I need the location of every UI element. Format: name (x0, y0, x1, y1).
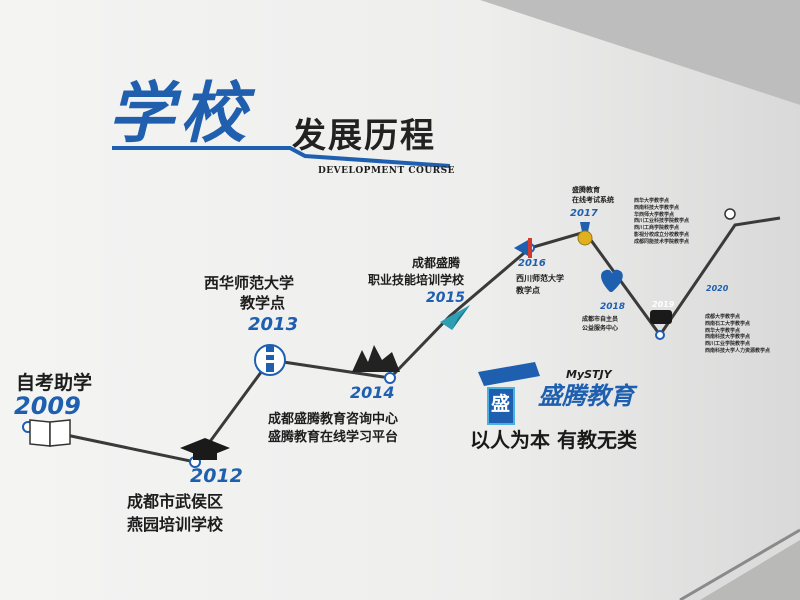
milestone-2012-line1: 成都市武侯区 (127, 492, 224, 511)
milestone-2019-list: 西华大学教学点 西南科技大学教学点 华西师大学教学点 西川工业科技学院教学点 西… (634, 198, 689, 245)
milestone-2018-year: 2018 (600, 302, 626, 312)
brand-name: 盛腾教育 (538, 382, 634, 410)
milestone-2016-line2: 教学点 (516, 286, 540, 295)
milestone-2013-line1: 西华师范大学 (204, 274, 295, 292)
milestone-2019-item: 影视分校成立分校教学点 (634, 231, 690, 238)
group-icon (650, 310, 672, 324)
milestone-2014-line2: 盛腾教育在线学习平台 (268, 430, 399, 445)
milestone-2019-item: 西川工业科技学院教学点 (634, 218, 690, 225)
milestone-2009-year: 2009 (14, 392, 81, 420)
milestone-2012-year: 2012 (190, 465, 243, 487)
milestone-2013-year: 2013 (248, 314, 299, 335)
milestone-2020-item: 西南科技大学教学点 (705, 334, 751, 341)
book-icon (29, 419, 71, 447)
milestone-2020-item: 西华大学教学点 (705, 327, 741, 334)
brand-logo (478, 362, 540, 425)
milestone-2015-line1: 成都盛腾 (412, 256, 461, 270)
milestone-2016-year: 2016 (518, 258, 546, 269)
milestone-2019-item: 成都同能技术学院教学点 (634, 238, 690, 245)
milestone-2020-item: 西南石工大学教学点 (705, 320, 751, 327)
baseboard (679, 528, 800, 600)
milestone-2014-year: 2014 (350, 383, 395, 402)
milestone-2017-line1: 盛腾教育 (572, 186, 600, 194)
floor (700, 540, 800, 600)
milestone-2020-year: 2020 (706, 284, 729, 293)
brand-logo-char: 盛 (491, 393, 511, 415)
title-english: DEVELOPMENT COURSE (318, 166, 456, 176)
timeline-path (27, 216, 781, 464)
brand-slogan: 以人为本 有教无类 (470, 428, 637, 452)
milestone-2018-line1: 成都市自主员 (582, 316, 619, 323)
milestone-2020-item: 西川工业学院教学点 (705, 341, 751, 347)
graduation-cap-icon (180, 438, 230, 460)
clock-icon (724, 208, 736, 220)
paper-plane-icon (440, 305, 470, 330)
medal-icon (577, 222, 593, 246)
milestone-2018-line2: 公益服务中心 (582, 325, 619, 332)
milestone-2012-line2: 燕园培训学校 (127, 515, 224, 534)
title-sub: 发展历程 (292, 116, 436, 156)
milestone-2019-item: 西华大学教学点 (634, 198, 670, 204)
milestone-2020-item: 西南科技大学人力资源教学点 (705, 347, 771, 354)
milestone-2020-list: 成都大学教学点 西南石工大学教学点 西华大学教学点 西南科技大学教学点 西川工业… (705, 314, 770, 355)
figures-icon (352, 345, 400, 372)
milestone-2019-item: 西南科技大学教学点 (634, 204, 680, 211)
brand-tag: MySTJY (566, 368, 612, 381)
milestone-2009-text: 自考助学 (16, 372, 93, 394)
milestone-2015-year: 2015 (426, 290, 465, 306)
heart-icon (601, 269, 623, 292)
milestone-2019-item: 华西师大学教学点 (634, 211, 675, 218)
lighthouse-icon (254, 344, 286, 376)
title-main: 学校 (108, 74, 252, 152)
milestone-2017-year: 2017 (570, 208, 598, 219)
milestone-2014-line1: 成都盛腾教育咨询中心 (268, 412, 399, 427)
milestone-2013-line2: 教学点 (240, 294, 286, 312)
milestone-2019-year: 2019 (652, 300, 675, 309)
megaphone-icon (514, 238, 532, 258)
title-underline (112, 146, 451, 168)
milestone-2017-line2: 在线考试系统 (572, 196, 614, 204)
milestone-2019-item: 西川工商学院教学点 (634, 225, 680, 231)
milestone-2016-line1: 西川师范大学 (516, 274, 564, 283)
milestone-2015-line2: 职业技能培训学校 (368, 273, 465, 287)
milestone-2020-item: 成都大学教学点 (705, 314, 741, 320)
